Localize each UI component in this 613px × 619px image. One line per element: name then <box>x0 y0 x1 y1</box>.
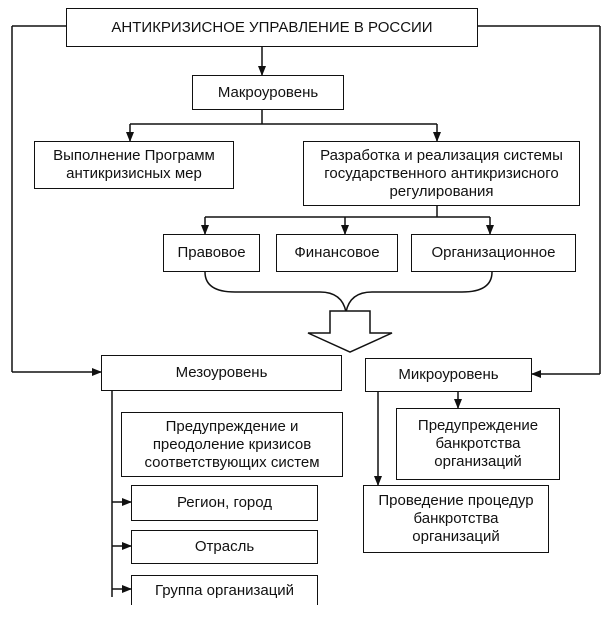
micro-prevention-box: Предупреждение банкротства организаций <box>396 408 560 480</box>
financial-text: Финансовое <box>294 244 380 261</box>
system-text: Разработка и реализация системы государс… <box>320 146 563 200</box>
group-text: Группа организаций <box>154 581 295 599</box>
financial-box: Финансовое <box>276 234 398 272</box>
region-text: Регион, город <box>176 494 273 511</box>
micro-procedures-text: Проведение процедур банкротства организа… <box>378 492 534 545</box>
industry-text: Отрасль <box>194 538 255 555</box>
organizational-box: Организационное <box>411 234 576 272</box>
meso-prevention-text: Предупреждение и преодоление кризисов со… <box>144 417 320 471</box>
legal-text: Правовое <box>177 244 246 261</box>
brace <box>204 271 493 313</box>
organizational-text: Организационное <box>431 244 556 261</box>
title-text: АНТИКРИЗИСНОЕ УПРАВЛЕНИЕ В РОССИИ <box>111 18 433 36</box>
meso-label: Мезоуровень <box>175 364 268 381</box>
hollow-arrow <box>307 310 393 353</box>
micro-prevention-text: Предупреждение банкротства организаций <box>417 417 539 470</box>
micro-procedures-box: Проведение процедур банкротства организа… <box>363 485 549 553</box>
region-box: Регион, город <box>131 485 318 521</box>
legal-box: Правовое <box>163 234 260 272</box>
micro-label: Микроуровень <box>398 366 499 383</box>
program-box: Выполнение Программ антикризисных мер <box>34 141 234 189</box>
macro-box: Макроуровень <box>192 75 344 110</box>
industry-box: Отрасль <box>131 530 318 564</box>
group-box: Группа организаций <box>131 575 318 605</box>
meso-prevention-box: Предупреждение и преодоление кризисов со… <box>121 412 343 477</box>
title-box: АНТИКРИЗИСНОЕ УПРАВЛЕНИЕ В РОССИИ <box>66 8 478 47</box>
meso-box: Мезоуровень <box>101 355 342 391</box>
micro-box: Микроуровень <box>365 358 532 392</box>
macro-label: Макроуровень <box>217 83 319 101</box>
system-box: Разработка и реализация системы государс… <box>303 141 580 206</box>
program-text: Выполнение Программ антикризисных мер <box>53 147 215 182</box>
